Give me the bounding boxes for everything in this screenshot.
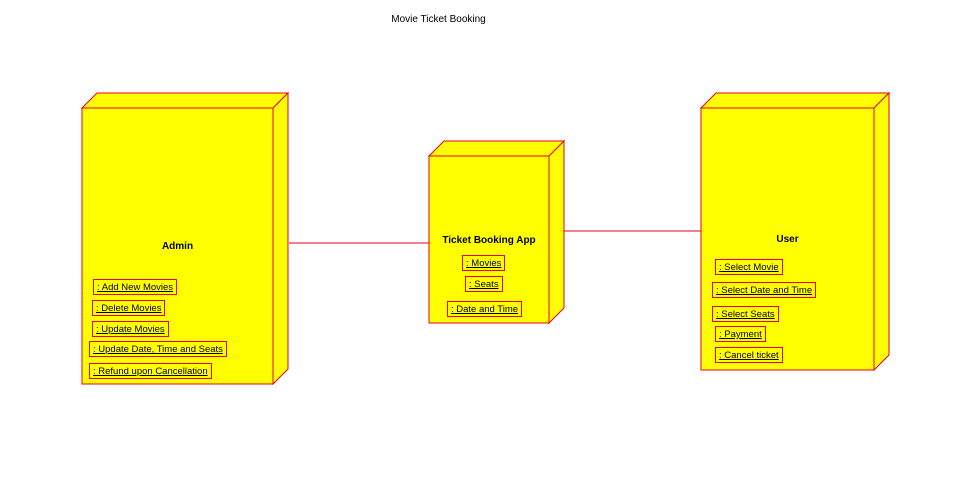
admin-node [80,91,290,386]
user-node-label: User [776,234,799,245]
app-node-label: Ticket Booking App [442,235,536,246]
admin-artifact-refund-upon-cancellation[interactable]: : Refund upon Cancellation [89,363,212,379]
user-artifact-payment[interactable]: : Payment [715,326,766,342]
app-artifact-movies[interactable]: : Movies [462,255,506,271]
user-artifact-select-seats[interactable]: : Select Seats [712,306,779,322]
admin-artifact-delete-movies[interactable]: : Delete Movies [92,300,166,316]
admin-artifact-add-new-movies[interactable]: : Add New Movies [93,279,178,295]
admin-artifact-update-date-time-seats[interactable]: : Update Date, Time and Seats [89,341,227,357]
app-node [427,139,566,325]
user-artifact-select-movie[interactable]: : Select Movie [715,259,783,275]
user-artifact-select-date-and-time[interactable]: : Select Date and Time [712,282,817,298]
admin-node-label: Admin [161,241,194,252]
app-artifact-seats[interactable]: : Seats [465,276,503,292]
diagram-title: Movie Ticket Booking [391,14,486,25]
user-artifact-cancel-ticket[interactable]: : Cancel ticket [715,347,783,363]
admin-artifact-update-movies[interactable]: : Update Movies [92,321,169,337]
app-artifact-date-and-time[interactable]: : Date and Time [447,301,523,317]
